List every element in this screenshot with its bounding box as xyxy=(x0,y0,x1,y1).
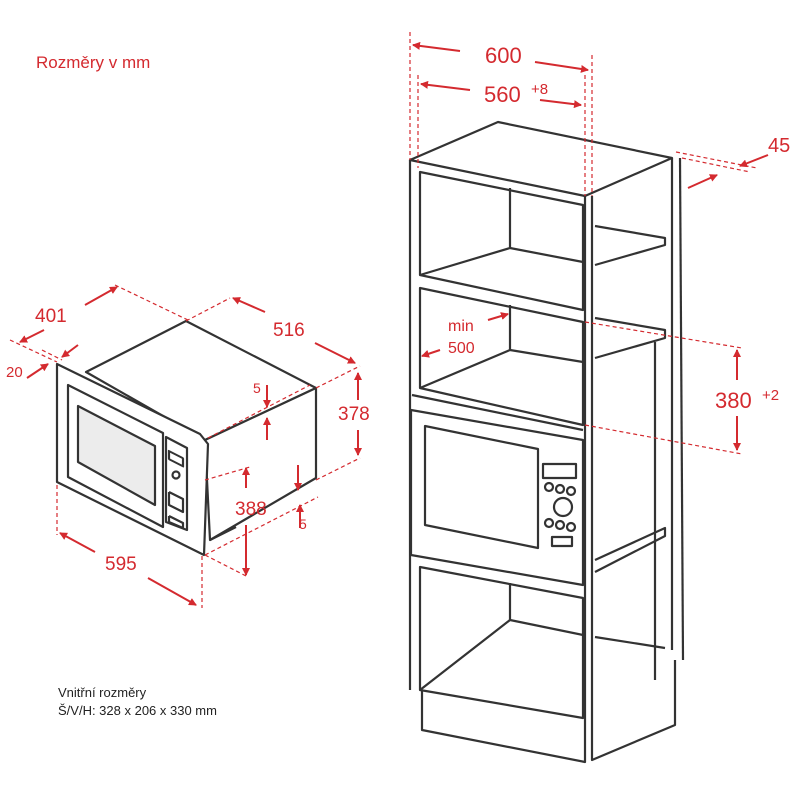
knob-icon xyxy=(171,470,181,480)
microwave-door xyxy=(66,383,165,529)
dim-min-label: min xyxy=(448,318,474,335)
dim-height-378: 378 xyxy=(338,404,370,425)
dim-gap-top-5: 5 xyxy=(253,380,261,396)
dim-niche-380: 380 xyxy=(715,388,752,413)
dim-body-516: 516 xyxy=(273,320,305,341)
knob-icon xyxy=(552,496,574,518)
microwave-drawing xyxy=(55,319,318,557)
dim-front-20: 20 xyxy=(6,364,23,381)
cabinet-dimensions xyxy=(409,32,769,455)
dim-depth-401: 401 xyxy=(35,306,67,327)
dim-front-height-388: 388 xyxy=(235,499,267,520)
dim-niche-380-tolerance: +2 xyxy=(762,387,779,404)
microwave-window xyxy=(76,404,157,507)
dim-cabinet-600: 600 xyxy=(485,43,522,68)
dim-inner-560-tolerance: +8 xyxy=(531,81,548,98)
dim-back-gap-45: 45 xyxy=(768,135,790,157)
inner-dims-value: Š/V/H: 328 x 206 x 330 mm xyxy=(58,703,217,718)
dim-inner-560: 560 xyxy=(484,82,521,107)
cabinet-drawing xyxy=(408,120,685,764)
inner-dims-label: Vnitřní rozměry xyxy=(58,685,147,700)
display-icon xyxy=(541,462,578,480)
dim-min-500: 500 xyxy=(448,340,475,357)
title-label: Rozměry v mm xyxy=(36,53,150,72)
cabinet-microwave xyxy=(409,408,585,587)
microwave-control-panel xyxy=(164,435,189,532)
cabinet-microwave-window xyxy=(423,424,540,550)
microwave-dimensions xyxy=(9,284,362,608)
inner-dims-note: Vnitřní rozměry Š/V/H: 328 x 206 x 330 m… xyxy=(58,684,217,720)
dim-width-595: 595 xyxy=(105,554,137,575)
dim-gap-bottom-5: 5 xyxy=(299,516,307,532)
